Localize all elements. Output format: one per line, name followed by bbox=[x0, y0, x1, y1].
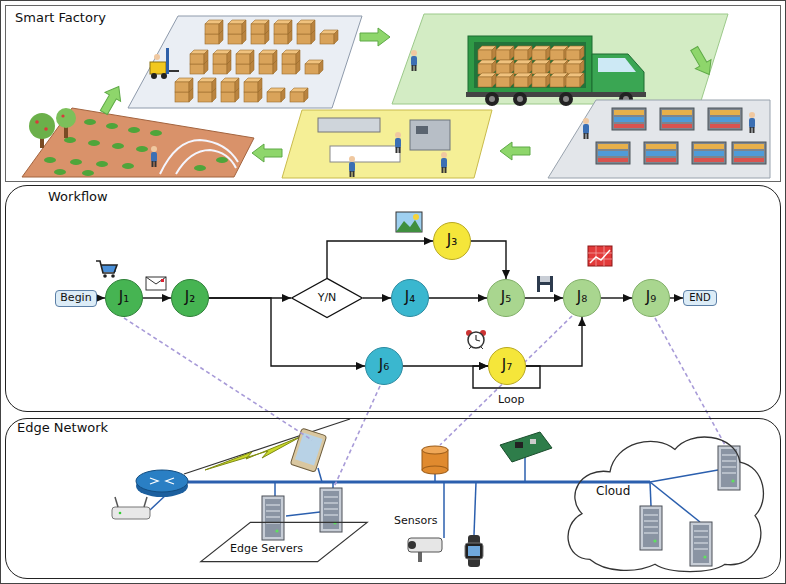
job-circle: J₇ bbox=[488, 347, 526, 385]
node-label: J₇ bbox=[502, 357, 512, 374]
factory-band: Smart Factory bbox=[5, 5, 781, 182]
board-icon bbox=[500, 432, 552, 462]
node-label: J₆ bbox=[379, 357, 389, 374]
job-circle: J₂ bbox=[171, 279, 209, 317]
picture-icon bbox=[396, 212, 422, 232]
outline-shape bbox=[292, 278, 363, 317]
cloud-outline bbox=[560, 428, 768, 574]
node-label: J₂ bbox=[185, 289, 195, 306]
job-circle: J₆ bbox=[365, 347, 403, 385]
cart-icon bbox=[96, 261, 117, 278]
cloud-shape: Cloud bbox=[560, 428, 768, 574]
watch-icon bbox=[465, 535, 483, 567]
edge-server-zone: Edge Servers bbox=[200, 522, 368, 562]
panel-heading: Edge Network bbox=[17, 421, 108, 436]
flow-arrow bbox=[601, 297, 632, 298]
job-circle: J₉ bbox=[632, 279, 670, 317]
node-label: Y/N bbox=[318, 292, 337, 305]
warehouse-scene bbox=[128, 16, 390, 108]
job-circle: J₅ bbox=[487, 279, 525, 317]
flow-arrow bbox=[363, 297, 391, 298]
flow-arrow bbox=[429, 297, 487, 298]
flow-arrow bbox=[143, 297, 171, 298]
floppy-icon bbox=[537, 276, 553, 292]
end-box: END bbox=[683, 290, 717, 306]
cloud-server-icons bbox=[640, 446, 740, 566]
node-label: Begin bbox=[60, 292, 91, 305]
loop-label: Loop bbox=[496, 394, 526, 407]
job-circle: J₄ bbox=[391, 279, 429, 317]
clock-icon bbox=[466, 330, 486, 349]
node-label: J₁ bbox=[119, 289, 129, 306]
outline-shape bbox=[201, 522, 367, 561]
zone-outline bbox=[200, 522, 368, 562]
job-circle: J₈ bbox=[563, 279, 601, 317]
processing-scene bbox=[252, 110, 492, 178]
flow-arrow bbox=[97, 297, 105, 298]
node-label: Edge Servers bbox=[230, 543, 303, 556]
begin-box: Begin bbox=[55, 290, 97, 307]
panel-heading: Smart Factory bbox=[15, 11, 106, 26]
tablet-icon bbox=[290, 428, 326, 472]
node-label: Cloud bbox=[596, 485, 630, 499]
chart-icon bbox=[588, 246, 612, 266]
workflow-panel: WorkflowBegin J₁ J₂ Y/N J₃ J₄ J₅ J₆ J₇ J₈ J₉ END bbox=[5, 185, 781, 412]
outline-shape bbox=[568, 437, 763, 572]
edge-server-icons bbox=[262, 488, 342, 540]
panel-heading: Workflow bbox=[48, 190, 108, 205]
node-label: J₅ bbox=[501, 289, 511, 306]
network-bus bbox=[150, 419, 718, 538]
access-point-icon bbox=[112, 497, 150, 519]
decision-diamond: Y/N bbox=[291, 278, 363, 318]
flow-arrow bbox=[526, 317, 582, 366]
flow-arrow bbox=[525, 297, 563, 298]
truck-scene bbox=[392, 14, 728, 106]
camera-icon bbox=[408, 538, 442, 562]
job-circle: J₁ bbox=[105, 279, 143, 317]
node-label: END bbox=[689, 292, 711, 304]
node-label: J₈ bbox=[577, 289, 587, 306]
node-label: J₉ bbox=[646, 289, 656, 306]
flow-arrow bbox=[670, 297, 683, 298]
store-scene bbox=[500, 100, 770, 178]
node-label: J₄ bbox=[405, 289, 415, 306]
flow-arrow bbox=[471, 241, 506, 279]
edge-network-panel: Edge NetworkEdge Servers Cloud bbox=[5, 418, 781, 579]
job-circle: J₃ bbox=[433, 222, 471, 260]
node-label: J₃ bbox=[447, 232, 457, 249]
router-icon bbox=[136, 470, 188, 497]
mapping-lines bbox=[124, 316, 725, 487]
envelope-icon bbox=[146, 277, 166, 290]
flow-arrow bbox=[327, 241, 433, 278]
database-icon bbox=[422, 446, 448, 474]
sensor-label: Sensors bbox=[392, 515, 439, 528]
wireless-bolt bbox=[205, 436, 302, 470]
